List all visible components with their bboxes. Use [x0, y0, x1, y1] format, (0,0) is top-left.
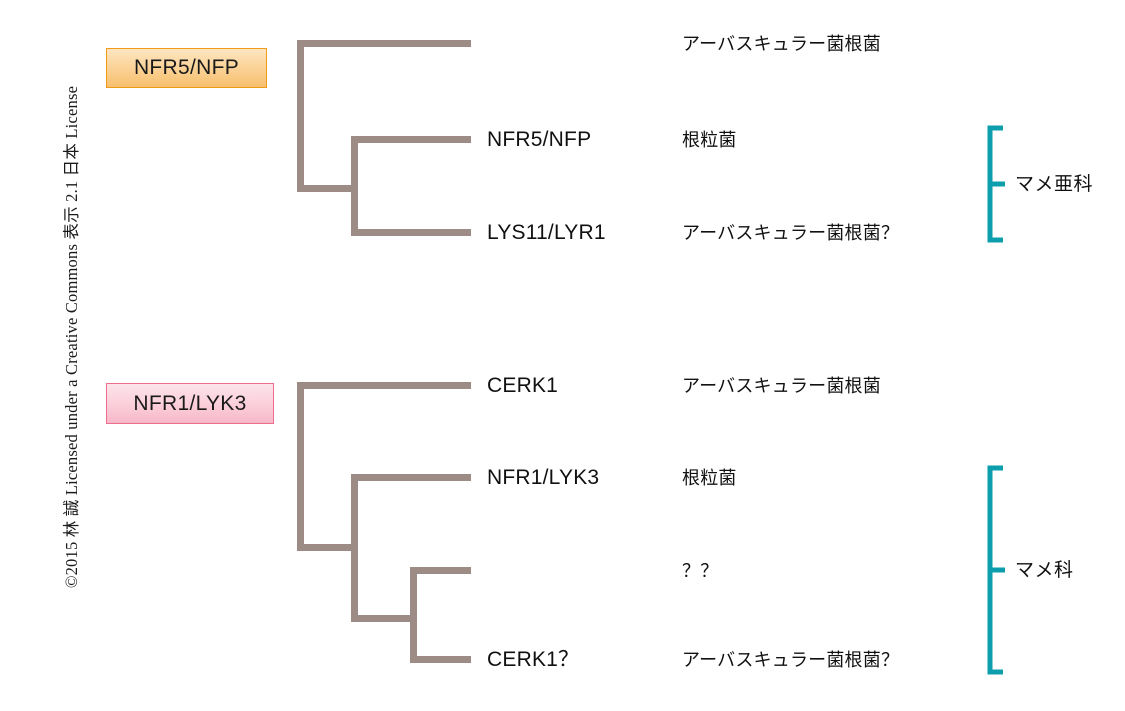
gene-label-upper-leaf3: LYS11/LYR1 — [487, 221, 606, 244]
gene-label-lower-leaf1: CERK1 — [487, 374, 559, 397]
taxon-label-upper: マメ亜科 — [1015, 174, 1094, 195]
symbiont-label-upper-leaf1: アーバスキュラー菌根菌 — [682, 34, 881, 54]
gene-label-lower-leaf2: NFR1/LYK3 — [487, 466, 600, 489]
symbiont-label-lower-leaf4: アーバスキュラー菌根菌？ — [682, 650, 900, 670]
group-badge-nfr1-lyk3[interactable]: NFR1/LYK3 — [106, 383, 274, 424]
symbiont-label-lower-leaf2: 根粒菌 — [682, 468, 737, 488]
gene-label-lower-leaf4: CERK1？ — [487, 648, 580, 671]
symbiont-label-lower-leaf3: ？？ — [682, 561, 719, 581]
symbiont-label-lower-leaf1: アーバスキュラー菌根菌 — [682, 376, 881, 396]
taxon-label-lower: マメ科 — [1015, 560, 1074, 581]
group-badge-nfr5-nfp[interactable]: NFR5/NFP — [106, 48, 267, 88]
gene-label-upper-leaf2: NFR5/NFP — [487, 128, 592, 151]
symbiont-label-upper-leaf3: アーバスキュラー菌根菌？ — [682, 223, 900, 243]
symbiont-label-upper-leaf2: 根粒菌 — [682, 130, 737, 150]
